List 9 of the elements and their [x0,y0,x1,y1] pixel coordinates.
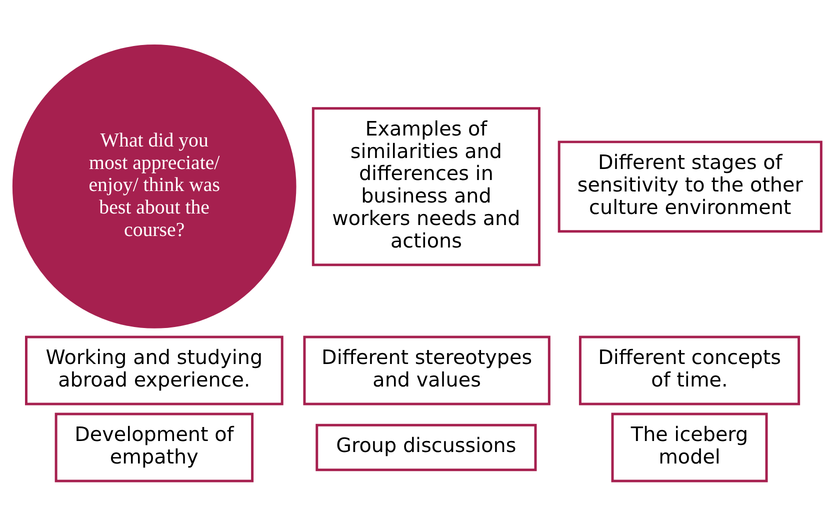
node-box: Group discussions [316,424,537,472]
node-box: Different concepts of time. [578,336,800,406]
node-box: Different stages of sensitivity to the other culture environment [558,140,822,233]
node-circle: What did you most appreciate/ enjoy/ think was best about the course? [12,44,296,328]
node-box: The iceberg model [611,412,768,482]
node-box: Development of empathy [54,412,254,482]
node-box: Examples of similarities and differences in business and workers needs and actions [312,107,540,266]
node-box: Different stereotypes and values [303,336,550,406]
node-box: Working and studying abroad experience. [25,336,284,406]
